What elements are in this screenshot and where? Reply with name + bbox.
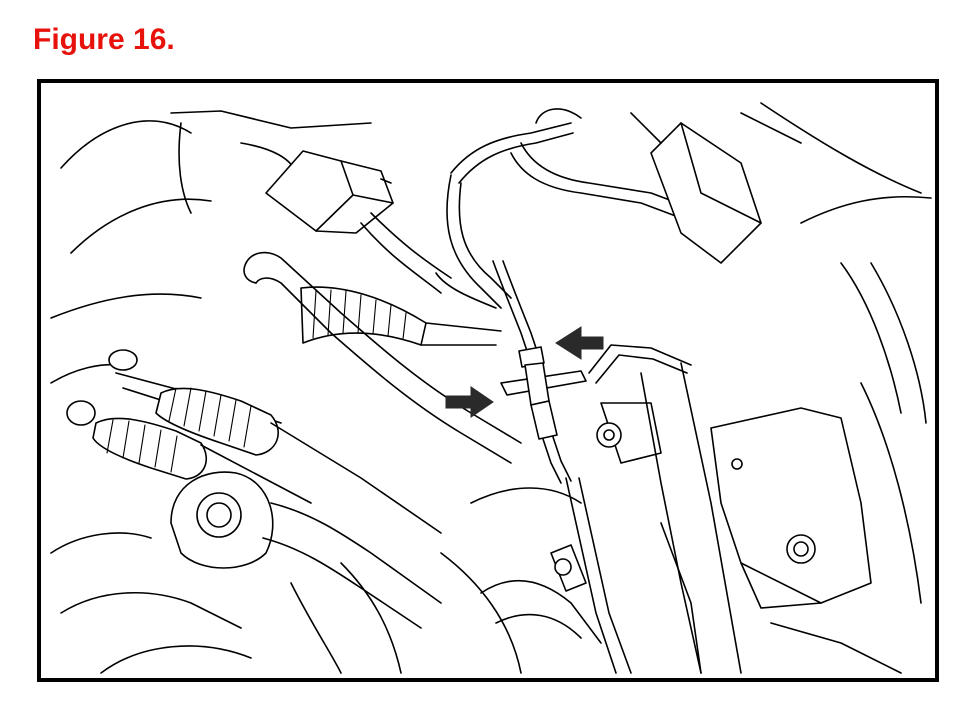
- wiring-connector: [265, 150, 497, 309]
- arrow-right-icon: [445, 386, 494, 418]
- illustration-frame: [37, 79, 939, 682]
- bottom-fittings: [480, 544, 602, 644]
- chassis-panel: [660, 382, 922, 674]
- lower-left-contours: [50, 487, 582, 674]
- right-bracket: [588, 344, 742, 674]
- shift-cable-assembly: [66, 349, 442, 534]
- arrow-left-icon: [555, 326, 604, 360]
- upper-left-engine-contours: [50, 110, 372, 384]
- ribbed-boot: [300, 286, 502, 346]
- sensor-assembly: [492, 260, 632, 674]
- cable-end-bushing: [170, 471, 442, 629]
- engine-bay-line-drawing: [50, 102, 932, 674]
- upper-right-bracket: [630, 102, 932, 424]
- pipe-lines: [446, 108, 732, 309]
- hose: [243, 251, 522, 464]
- figure-title: Figure 16.: [33, 23, 175, 56]
